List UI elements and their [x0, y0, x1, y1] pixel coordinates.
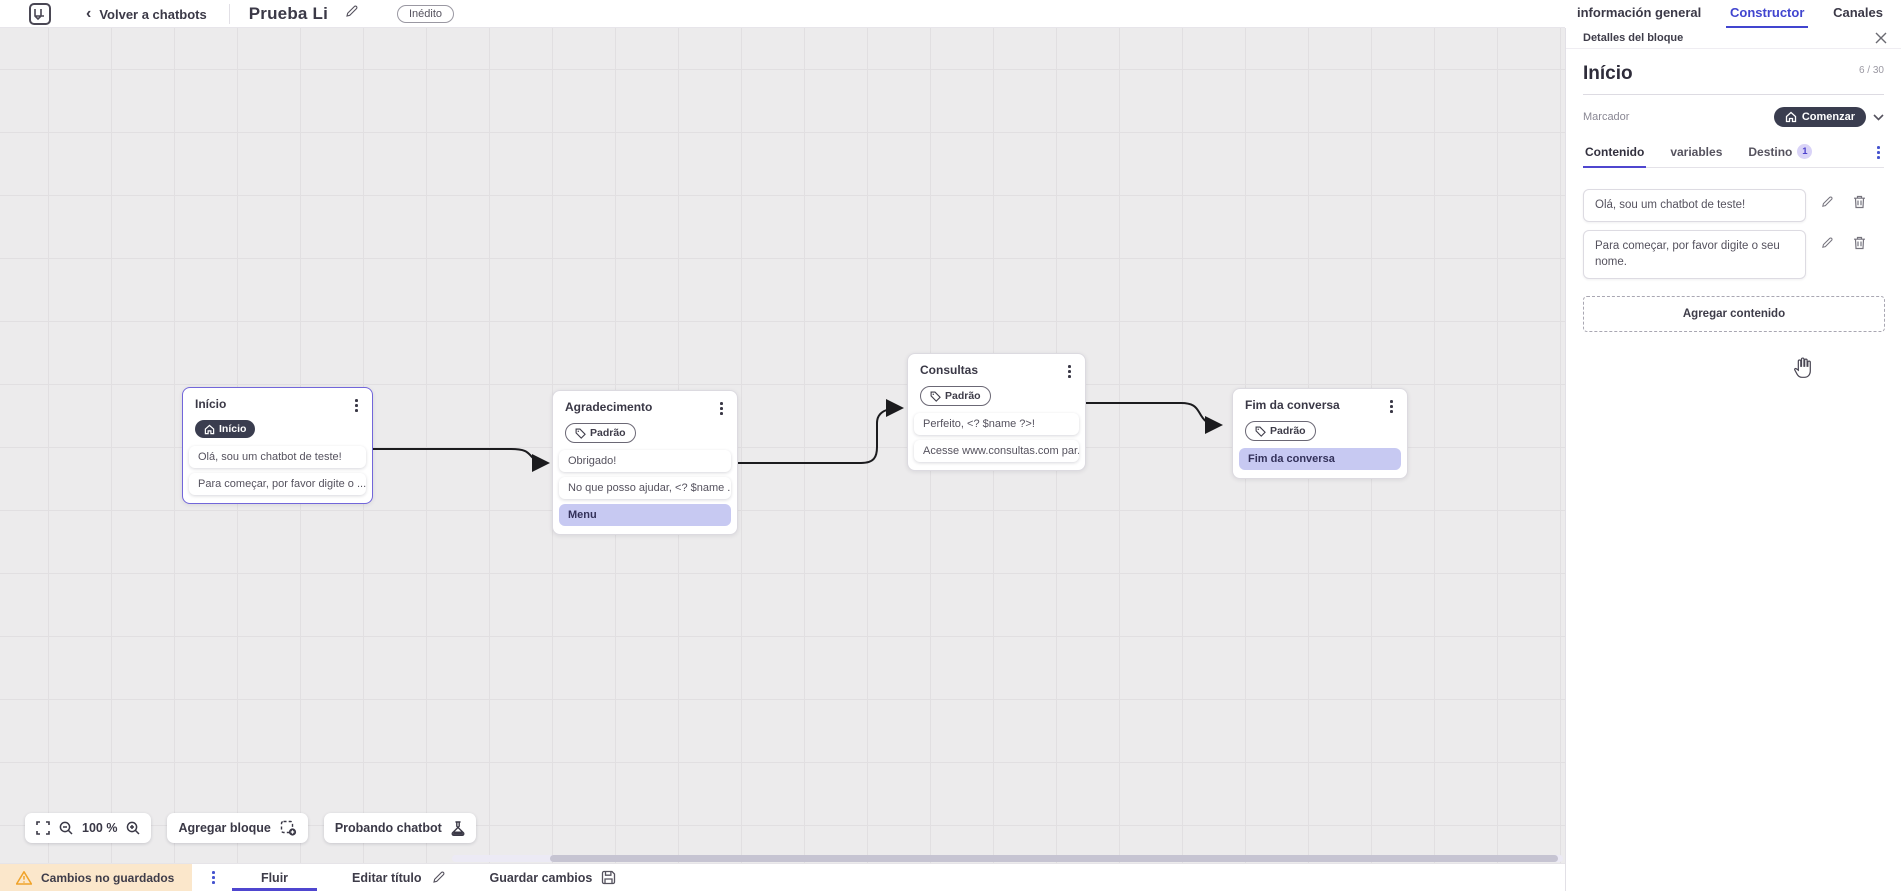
panel-tabs: Contenido variables Destino 1: [1583, 140, 1884, 168]
content-item: Para começar, por favor digite o seu nom…: [1583, 229, 1884, 280]
tag-icon: [930, 391, 941, 402]
connector-arrow: [373, 448, 550, 472]
delete-content-trash-icon[interactable]: [1853, 236, 1866, 250]
block-name-value: Início: [1583, 63, 1633, 84]
block-name-field[interactable]: Início 6 / 30: [1583, 63, 1884, 95]
back-label: Volver a chatbots: [99, 6, 207, 22]
fullscreen-icon[interactable]: [36, 821, 50, 835]
marker-value-button[interactable]: Comenzar: [1773, 107, 1866, 127]
panel-menu-icon[interactable]: [1873, 144, 1884, 161]
bottom-bar: Cambios no guardados Fluir Editar título…: [0, 863, 1565, 891]
test-chatbot-button[interactable]: Probando chatbot: [323, 813, 476, 843]
block-title: Agradecimento: [565, 400, 653, 414]
app-logo-icon: [29, 3, 51, 25]
mouse-hand-cursor: [1792, 355, 1814, 384]
block-menu-icon[interactable]: [1064, 363, 1075, 380]
block-title: Fim da conversa: [1245, 398, 1340, 412]
tab-constructor[interactable]: Constructor: [1725, 1, 1809, 28]
char-counter: 6 / 30: [1858, 65, 1884, 76]
chevron-down-icon[interactable]: [1873, 113, 1884, 121]
content-item: Olá, sou um chatbot de teste!: [1583, 189, 1884, 222]
block-tag-pill: Padrão: [920, 385, 991, 407]
block-message-row[interactable]: Para começar, por favor digite o ...: [189, 472, 366, 495]
content-list: Olá, sou um chatbot de teste! Para começ…: [1583, 189, 1884, 280]
block-message-row[interactable]: No que posso ajudar, <? $name ...: [559, 476, 731, 499]
unsaved-changes-chip: Cambios no guardados: [0, 864, 193, 891]
tab-contenido[interactable]: Contenido: [1583, 141, 1647, 168]
back-to-chatbots-link[interactable]: ‹ Volver a chatbots: [86, 6, 207, 22]
save-icon: [602, 870, 616, 885]
edit-content-pencil-icon[interactable]: [1820, 195, 1834, 209]
tab-variables[interactable]: variables: [1670, 145, 1723, 159]
block-title: Início: [195, 397, 227, 411]
tab-canales[interactable]: Canales: [1833, 5, 1883, 20]
home-icon: [204, 424, 215, 434]
add-block-label: Agregar bloque: [178, 821, 271, 835]
footer-menu-icon[interactable]: [208, 869, 219, 886]
block-message-row[interactable]: Acesse www.consultas.com par...: [914, 439, 1079, 462]
block-menu-icon[interactable]: [1386, 398, 1397, 415]
save-changes-button[interactable]: Guardar cambios: [490, 864, 617, 891]
marker-label: Marcador: [1583, 111, 1630, 123]
block-message-row[interactable]: Olá, sou um chatbot de teste!: [189, 445, 366, 468]
block-details-panel: Detalles del bloque Início 6 / 30 Marcad…: [1565, 28, 1901, 891]
tab-informacion-general[interactable]: información general: [1577, 5, 1702, 20]
edit-content-pencil-icon[interactable]: [1820, 236, 1834, 250]
edit-title-button[interactable]: Editar título: [352, 864, 445, 891]
destino-count-badge: 1: [1797, 144, 1813, 159]
block-tag-pill: Padrão: [1245, 420, 1316, 442]
flow-block-1[interactable]: Início Início Olá, sou um chatbot de tes…: [182, 387, 373, 504]
close-icon[interactable]: [1875, 32, 1887, 44]
flow-canvas[interactable]: Início Início Olá, sou um chatbot de tes…: [0, 28, 1565, 863]
connector-arrow: [1086, 402, 1223, 434]
scrollbar-thumb[interactable]: [550, 855, 1558, 862]
zoom-controls: 100 %: [25, 813, 152, 843]
pencil-icon: [432, 871, 444, 883]
tag-icon: [575, 428, 586, 439]
tab-destino[interactable]: Destino 1: [1746, 140, 1814, 168]
block-menu-row[interactable]: Menu: [559, 503, 731, 526]
test-chatbot-label: Probando chatbot: [334, 821, 442, 835]
flow-block-2[interactable]: Agradecimento Padrão Obrigado! No que pos…: [552, 390, 738, 535]
main-tabs: información general Constructor Canales: [1565, 0, 1901, 28]
chevron-left-icon: ‹: [86, 5, 92, 22]
unsaved-changes-label: Cambios no guardados: [41, 870, 175, 885]
warning-icon: [16, 870, 32, 885]
block-title: Consultas: [920, 363, 979, 377]
block-message-row[interactable]: Perfeito, <? $name ?>!: [914, 412, 1079, 435]
top-bar: ‹ Volver a chatbots Prueba Li Inédito in…: [0, 0, 1901, 28]
content-text[interactable]: Para começar, por favor digite o seu nom…: [1583, 229, 1806, 280]
add-content-button[interactable]: Agregar contenido: [1583, 296, 1885, 333]
block-menu-icon[interactable]: [716, 400, 727, 417]
block-tag-pill: Padrão: [565, 422, 636, 444]
chatbot-title: Prueba Li: [248, 4, 328, 23]
home-icon: [1785, 111, 1796, 123]
tag-icon: [1255, 426, 1266, 437]
flow-block-3[interactable]: Consultas Padrão Perfeito, <? $name ?>! A…: [907, 353, 1086, 471]
block-tag-pill: Início: [195, 419, 256, 439]
zoom-in-icon[interactable]: [126, 821, 140, 835]
tab-fluir[interactable]: Fluir: [231, 864, 318, 891]
connector-arrow: [738, 399, 904, 464]
block-menu-icon[interactable]: [351, 397, 362, 414]
zoom-out-icon[interactable]: [59, 821, 73, 835]
flow-block-4[interactable]: Fim da conversa Padrão Fim da conversa: [1232, 388, 1408, 479]
block-message-row[interactable]: Obrigado!: [559, 449, 731, 472]
delete-content-trash-icon[interactable]: [1853, 195, 1866, 209]
marker-value: Comenzar: [1801, 111, 1855, 123]
add-block-button[interactable]: Agregar bloque: [167, 813, 308, 843]
edit-title-pencil-icon[interactable]: [344, 4, 359, 24]
content-text[interactable]: Olá, sou um chatbot de teste!: [1583, 189, 1806, 222]
add-block-icon: [280, 820, 296, 836]
status-badge: Inédito: [397, 5, 455, 23]
canvas-toolbar: 100 % Agregar bloque Probando chatbot: [25, 813, 476, 843]
canvas-horizontal-scrollbar[interactable]: [452, 855, 1563, 862]
flask-icon: [451, 820, 465, 836]
header-divider: [228, 4, 230, 24]
zoom-level: 100 %: [82, 821, 118, 835]
block-menu-row[interactable]: Fim da conversa: [1239, 447, 1401, 470]
panel-title: Detalles del bloque: [1583, 32, 1684, 44]
